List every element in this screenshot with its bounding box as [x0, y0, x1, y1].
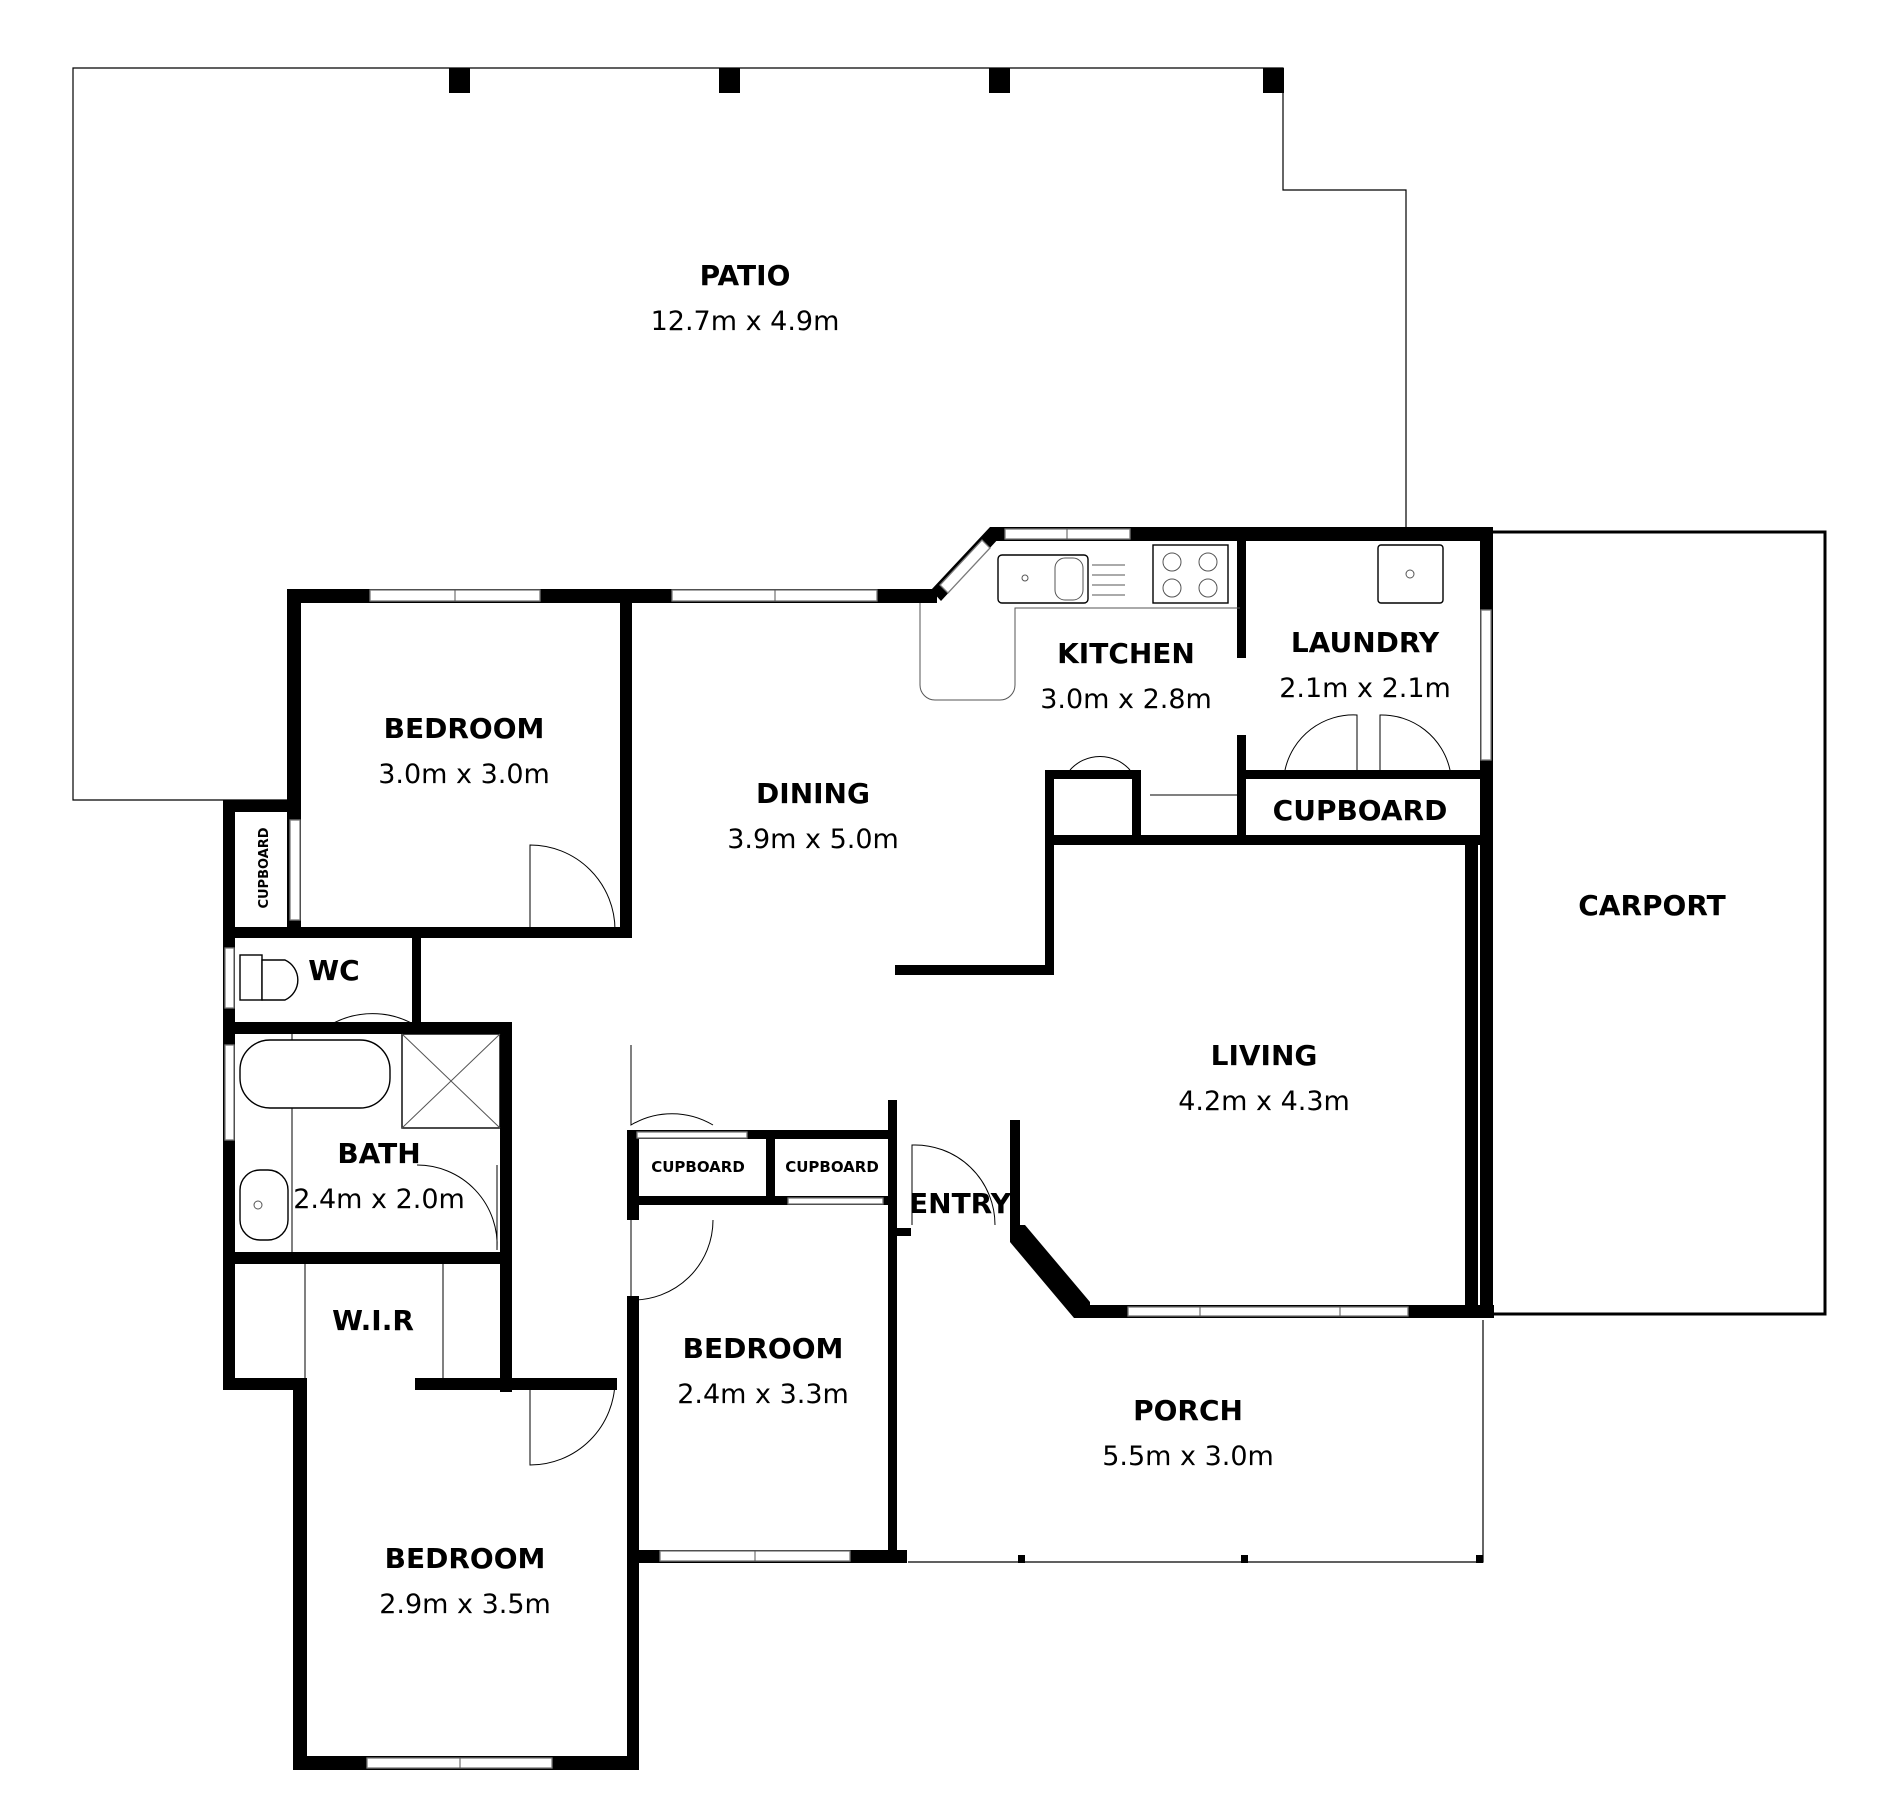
- room-dims-laundry: 2.1m x 2.1m: [1279, 673, 1451, 704]
- windows: [224, 528, 1492, 1769]
- room-dims-bedroom2: 2.4m x 3.3m: [677, 1379, 849, 1410]
- carport-outline: [1493, 530, 1827, 1316]
- room-name-kitchen: KITCHEN: [1057, 637, 1195, 670]
- laundry-tub: [1377, 544, 1444, 604]
- room-name-carport: CARPORT: [1578, 889, 1726, 922]
- room-dims-kitchen: 3.0m x 2.8m: [1040, 684, 1212, 715]
- room-name-patio: PATIO: [700, 259, 791, 292]
- room-dims-dining: 3.9m x 5.0m: [727, 824, 899, 855]
- kitchen-sink: [997, 554, 1089, 604]
- room-dims-living: 4.2m x 4.3m: [1178, 1086, 1350, 1117]
- room-name-cupboard-bedroom: CUPBOARD: [257, 827, 272, 908]
- patio-post: [1263, 68, 1284, 93]
- room-name-porch: PORCH: [1133, 1394, 1243, 1427]
- room-name-bedroom2: BEDROOM: [683, 1332, 844, 1365]
- room-name-entry: ENTRY: [909, 1187, 1012, 1220]
- room-name-bath: BATH: [337, 1137, 420, 1170]
- room-name-wir: W.I.R: [332, 1304, 414, 1337]
- room-dims-bedroom1: 3.0m x 3.0m: [378, 759, 550, 790]
- room-name-cupboard-hall-2: CUPBOARD: [785, 1158, 879, 1176]
- basin: [239, 1169, 289, 1241]
- room-labels: PATIO 12.7m x 4.9m BEDROOM 3.0m x 3.0m D…: [257, 259, 1726, 1620]
- toilet: [239, 954, 263, 1001]
- porch-post: [1241, 1555, 1248, 1563]
- room-dims-bedroom3: 2.9m x 3.5m: [379, 1589, 551, 1620]
- room-name-cupboard-laundry: CUPBOARD: [1273, 794, 1448, 827]
- porch-post: [1018, 1555, 1025, 1563]
- room-name-dining: DINING: [756, 777, 870, 810]
- room-dims-bath: 2.4m x 2.0m: [293, 1184, 465, 1215]
- room-name-living: LIVING: [1211, 1039, 1318, 1072]
- patio-post: [719, 68, 740, 93]
- room-dims-patio: 12.7m x 4.9m: [651, 306, 840, 337]
- room-name-cupboard-hall-1: CUPBOARD: [651, 1158, 745, 1176]
- cooktop: [1152, 544, 1229, 604]
- room-name-bedroom3: BEDROOM: [385, 1542, 546, 1575]
- doors: [291, 714, 1451, 1466]
- room-name-bedroom1: BEDROOM: [384, 712, 545, 745]
- room-name-wc: WC: [308, 954, 359, 987]
- room-name-laundry: LAUNDRY: [1291, 626, 1440, 659]
- porch-post: [1476, 1555, 1483, 1563]
- fixtures: [239, 544, 1444, 1241]
- bathtub: [239, 1039, 391, 1109]
- patio-post: [449, 68, 470, 93]
- room-dims-porch: 5.5m x 3.0m: [1102, 1441, 1274, 1472]
- patio-post: [989, 68, 1010, 93]
